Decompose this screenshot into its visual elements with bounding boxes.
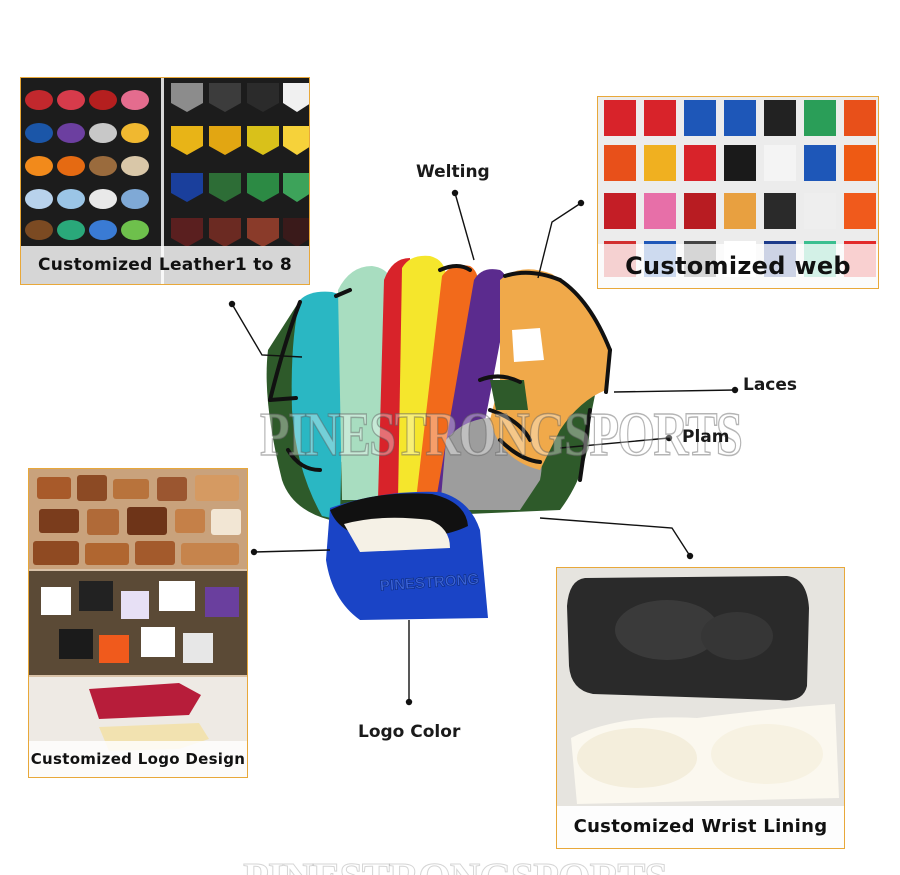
web-slot-1 xyxy=(512,328,544,362)
callout-welting: Welting xyxy=(416,162,490,182)
logo-options-panel: Customized Logo Design xyxy=(28,468,248,778)
finger-2 xyxy=(338,266,392,500)
wrist-lining-panel: Customized Wrist Lining xyxy=(556,567,845,849)
leather-caption: Customized Leather1 to 8 xyxy=(21,246,309,284)
leather-options-panel: Customized Leather1 to 8 xyxy=(20,77,310,285)
glove-web xyxy=(490,269,610,470)
web-slot-2 xyxy=(490,380,528,410)
callout-dots xyxy=(228,189,739,706)
callout-laces: Laces xyxy=(743,375,798,395)
callout-plam: Plam xyxy=(682,427,730,447)
callout-lines xyxy=(231,192,736,702)
watermark-bottom: PINESTRONGSPORTS xyxy=(205,855,705,875)
wrist-lining-fur xyxy=(344,517,450,552)
finger-1 xyxy=(291,291,345,520)
wrist-lining-image xyxy=(557,568,844,848)
logo-patches-image xyxy=(29,469,247,777)
finger-5 xyxy=(416,265,479,500)
watermark-center: PINESTRONGSPORTS xyxy=(259,400,743,470)
web-options-panel: Customized web xyxy=(597,96,879,289)
callout-logo-color: Logo Color xyxy=(358,722,461,742)
wrist-caption: Customized Wrist Lining xyxy=(557,806,844,848)
web-caption: Customized web xyxy=(598,244,878,288)
finger-4 xyxy=(398,255,446,500)
logo-caption: Customized Logo Design xyxy=(29,741,247,777)
glove-laces xyxy=(268,264,612,482)
